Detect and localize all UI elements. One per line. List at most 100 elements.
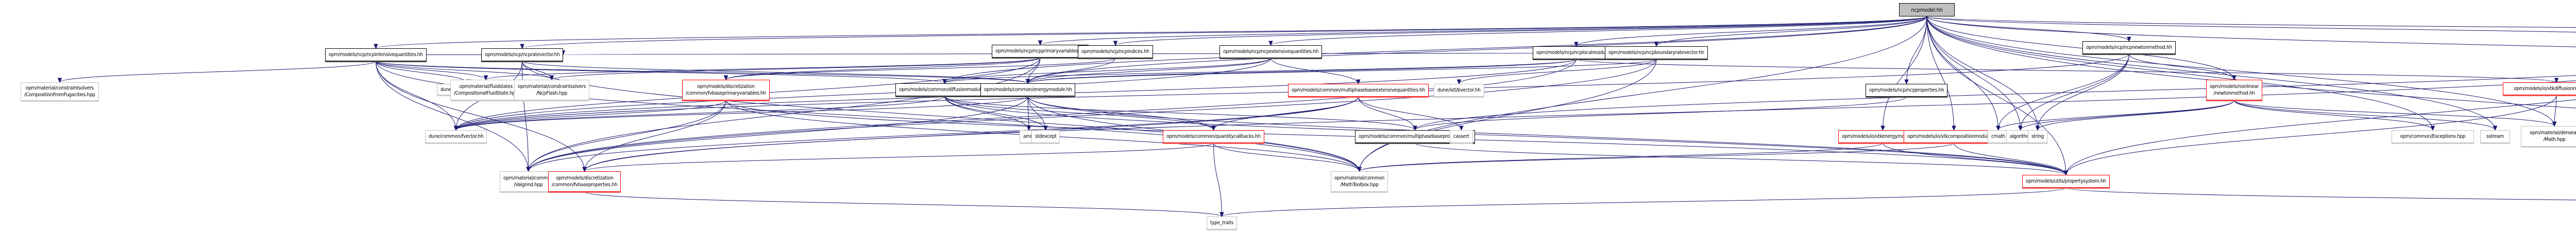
node-diffmod[interactable]: opm/models/common/diffusionmodule.hh — [895, 83, 994, 96]
arrowhead-icon — [526, 167, 531, 172]
edge-ncpidx-to-energymod — [1027, 58, 1116, 84]
edge-ncpeq-to-energymod — [1027, 58, 1271, 84]
edge-root-to-ncpprops — [1906, 16, 1927, 84]
edge-vtkdiff-to-densemath — [2554, 95, 2557, 127]
edge-qcb-to-mathtoolbox — [1213, 142, 1360, 172]
arrowhead-icon — [374, 44, 378, 49]
node-sstream: sstream — [2480, 130, 2510, 143]
edge-ncppv-to-ncpflash — [551, 57, 1041, 80]
node-cmath: cmath — [1988, 130, 2009, 143]
edge-ncpidx-to-fvbpv — [725, 58, 1116, 80]
edge-diffmod-to-propsys — [944, 96, 2066, 175]
node-vtkdiff[interactable]: opm/models/io/vtkdiffusionmodule.hpp — [2503, 82, 2576, 95]
node-densemath: opm/material/densead /Math.hpp — [2521, 126, 2576, 147]
edge-ncpnm-to-cmath — [1998, 53, 2129, 131]
arrowhead-icon — [582, 167, 587, 172]
arrowhead-icon — [57, 78, 62, 83]
arrowhead-icon — [1952, 125, 1956, 131]
edge-energymod-to-fvector — [455, 96, 1028, 131]
arrowhead-icon — [1356, 79, 1361, 85]
node-ncpbrv[interactable]: opm/models/ncp/ncpboundaryratevector.hh — [1605, 46, 1708, 59]
edge-root-to-memory — [1926, 16, 2576, 47]
node-qcb[interactable]: opm/models/common/quantitycallbacks.hh — [1163, 130, 1264, 143]
edge-root-to-sstream — [1926, 16, 2496, 131]
edge-ncppv-to-fvbpv — [725, 57, 1041, 80]
edge-vtkcomp-to-propsys — [1954, 142, 2066, 175]
edge-root-to-ncpiq — [376, 16, 1927, 49]
node-energymod[interactable]: opm/models/common/energymodule.hh — [980, 83, 1076, 96]
edge-root-to-propsys — [1926, 16, 2066, 175]
node-ncpidx[interactable]: opm/models/ncp/ncpindices.hh — [1078, 45, 1153, 58]
node-fvbpv[interactable]: opm/models/discretization /common/fvbase… — [682, 80, 770, 100]
arrowhead-icon — [942, 79, 947, 84]
edge-vtkenergy-to-propsys — [1883, 142, 2066, 175]
arrowhead-icon — [1043, 125, 1048, 131]
edge-diffmod-to-stdexcept — [944, 96, 1046, 131]
node-mpbeq[interactable]: opm/models/common/multiphasebaseextensiv… — [1288, 84, 1429, 97]
arrowhead-icon — [1026, 125, 1031, 131]
edge-root-to-ncppv — [1040, 16, 1927, 45]
edge-ncpbrv-to-energymod — [1027, 59, 1657, 84]
arrowhead-icon — [2430, 125, 2435, 131]
arrowhead-icon — [1456, 79, 1462, 85]
edge-ncpeq-to-diffmod — [944, 58, 1271, 84]
edge-root-to-ncplr — [1576, 16, 1927, 47]
edge-root-to-ncpbrv — [1656, 16, 1927, 47]
edge-ncpnm-to-newton — [2129, 53, 2234, 80]
arrowhead-icon — [1357, 167, 1362, 172]
arrowhead-icon — [2554, 78, 2559, 83]
node-ncprv[interactable]: opm/models/ncp/ncpratevector.hh — [481, 48, 564, 61]
edge-ncprv-to-energymod — [522, 61, 1028, 84]
edge-root-to-densemath — [1926, 16, 2555, 127]
node-ncpprops[interactable]: opm/models/ncp/ncpproperties.hh — [1866, 84, 1948, 97]
node-compfs: opm/material/fluidstates /CompositionalF… — [450, 80, 522, 100]
edge-qcb-to-typetraits — [1213, 142, 1222, 217]
edge-mpbm-to-fvbprops — [584, 80, 2576, 172]
edge-mpbprops-to-propsys — [1415, 142, 2066, 175]
edge-diffmod-to-array — [944, 96, 1029, 131]
arrowhead-icon — [1459, 125, 1464, 131]
arrowhead-icon — [520, 44, 524, 49]
edge-root-to-vtkcomp — [1926, 16, 1954, 131]
edge-ncpiq-to-compfug — [59, 61, 376, 83]
arrowhead-icon — [1113, 41, 1118, 46]
arrowhead-icon — [1413, 125, 1417, 131]
node-cassert: cassert — [1450, 130, 1473, 143]
edge-root-to-vtkenergy — [1883, 16, 1927, 131]
node-fvbprops[interactable]: opm/models/discretization /common/fvbase… — [548, 171, 621, 192]
edge-root-to-ncprv — [522, 16, 1927, 49]
node-newton[interactable]: opm/models/nonlinear /newtonmethod.hh — [2206, 80, 2263, 100]
edge-newton-to-densemath — [2234, 100, 2555, 127]
arrowhead-icon — [2063, 170, 2069, 176]
node-ncpeq[interactable]: opm/models/ncp/ncpextensivequantities.hh — [1219, 45, 1323, 58]
arrowhead-icon — [2127, 37, 2131, 42]
edge-ncppv-to-valgrind — [528, 57, 1041, 172]
edge-root-to-diffmod — [944, 16, 1927, 84]
edge-newton-to-string — [2037, 100, 2234, 131]
node-ncppv[interactable]: opm/models/ncp/ncpprimaryvariables.hh — [992, 45, 1089, 58]
node-compfug: opm/material/constraintsolvers /Composit… — [21, 82, 99, 101]
edge-mpbeq-to-mpbprops — [1358, 96, 1415, 131]
node-vtkcomp[interactable]: opm/models/io/vtkcompositionmodule.hpp — [1904, 130, 2004, 143]
edge-ncpbrv-to-bvector — [1459, 59, 1657, 84]
node-ncpnm[interactable]: opm/models/ncp/ncpnewtonmethod.hh — [2082, 41, 2176, 54]
arrowhead-icon — [2232, 75, 2236, 81]
edge-fvbpv-to-valgrind — [528, 100, 726, 172]
edge-ncpbrv-to-mathtoolbox — [1359, 59, 1657, 172]
edge-ncpiq-to-ncpflash — [376, 61, 552, 80]
node-ncpiq[interactable]: opm/models/ncp/ncpintensivequantities.hh — [325, 48, 427, 61]
edge-ncpiq-to-mathtoolbox — [376, 61, 1360, 172]
node-stdexcept: stdexcept — [1031, 130, 1060, 143]
edge-mpbeq-to-cassert — [1358, 96, 1462, 131]
arrowhead-icon — [2552, 121, 2557, 127]
edge-root-to-string — [1926, 16, 2038, 131]
edge-newton-to-exceptions — [2234, 100, 2433, 131]
edge-ncpiq-to-energymod — [376, 61, 1028, 84]
root-node-root: ncpmodel.hh — [1899, 3, 1955, 16]
node-propsys[interactable]: opm/models/utils/propertysystem.hh — [2022, 175, 2110, 188]
arrowhead-icon — [1219, 212, 1224, 218]
arrowhead-icon — [1211, 125, 1216, 131]
edge-propsys-to-typetraits — [1222, 187, 2066, 217]
